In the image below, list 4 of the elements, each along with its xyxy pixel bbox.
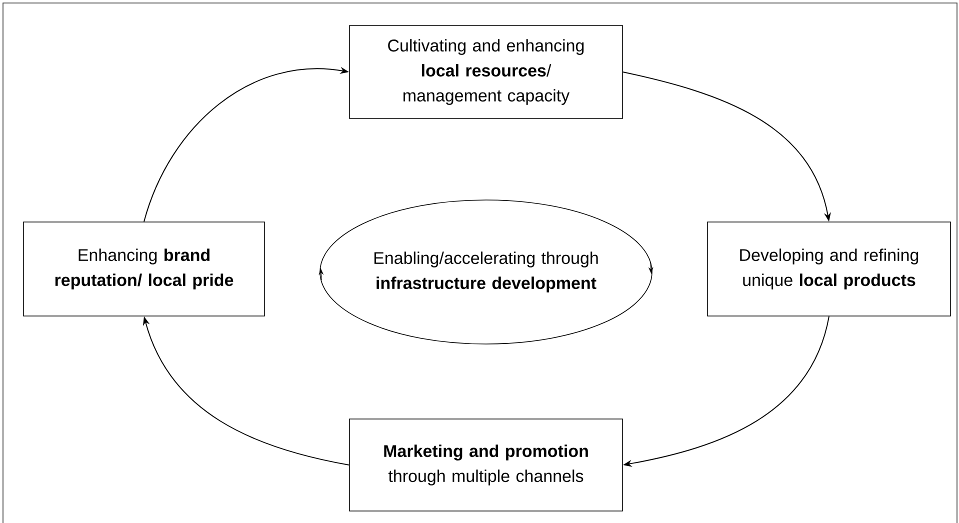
process-box: Marketing and promotion through multiple channels [349,418,623,512]
process-box: Enhancing brand reputation/ local pride [23,222,265,316]
process-box: Developing and refining unique local products [707,222,951,316]
process-box: Cultivating and enhancing local resources/ management capacity [349,25,623,119]
